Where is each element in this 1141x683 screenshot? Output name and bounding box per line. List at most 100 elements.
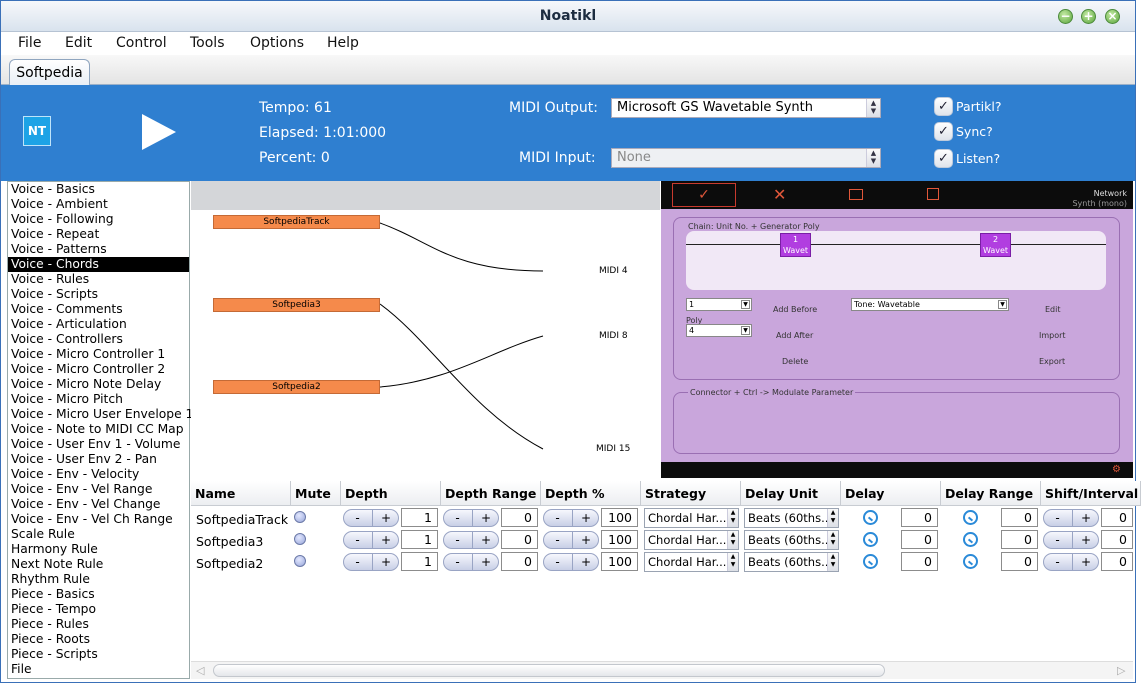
mute-toggle[interactable]	[294, 511, 306, 523]
sidebar-item[interactable]: Voice - Following	[11, 212, 114, 226]
plus-button[interactable]: +	[572, 532, 599, 548]
minus-button[interactable]: -	[555, 555, 560, 569]
delay-knob-icon[interactable]	[863, 554, 878, 569]
depth-range-field[interactable]: 0	[501, 552, 538, 571]
add-before-button[interactable]: Add Before	[773, 305, 818, 314]
menu-edit[interactable]: Edit	[65, 35, 93, 51]
sidebar-item[interactable]: Voice - Env - Velocity	[11, 467, 140, 481]
sidebar-item[interactable]: Voice - Env - Vel Change	[11, 497, 161, 511]
scrollbar-thumb[interactable]	[213, 664, 885, 677]
minus-button[interactable]: -	[455, 555, 460, 569]
mute-toggle[interactable]	[294, 533, 306, 545]
depth-field[interactable]: 1	[401, 530, 438, 549]
sidebar-item[interactable]: Voice - User Env 2 - Pan	[11, 452, 157, 466]
minus-button[interactable]: -	[1055, 555, 1060, 569]
delay-range-field[interactable]: 0	[1001, 552, 1038, 571]
plus-minus-stepper[interactable]: -+	[343, 553, 399, 571]
close-icon[interactable]: ✕	[773, 185, 787, 204]
minus-button[interactable]: -	[555, 511, 560, 525]
depth-range-field[interactable]: 0	[501, 508, 538, 527]
column-header[interactable]: Delay Range	[941, 481, 1041, 506]
column-header[interactable]: Delay Unit	[741, 481, 841, 506]
midi-output-select[interactable]: Microsoft GS Wavetable Synth ▲▼	[611, 98, 881, 118]
column-header[interactable]: Mute	[291, 481, 341, 506]
poly-select[interactable]: 4▼	[686, 324, 752, 337]
minimize-button[interactable]: −	[1058, 9, 1073, 24]
sidebar-item[interactable]: Voice - Articulation	[11, 317, 127, 331]
plus-minus-stepper[interactable]: -+	[443, 531, 499, 549]
delay-knob-icon[interactable]	[863, 532, 878, 547]
plus-button[interactable]: +	[372, 532, 399, 548]
menu-options[interactable]: Options	[250, 35, 305, 51]
partikl-checkbox[interactable]: ✓	[934, 97, 953, 116]
sync-checkbox[interactable]: ✓	[934, 122, 953, 141]
sidebar-item[interactable]: Voice - Micro Controller 2	[11, 362, 166, 376]
sidebar-item[interactable]: Voice - Micro User Envelope 1	[11, 407, 194, 421]
horizontal-scrollbar[interactable]: ◁ ▷	[191, 661, 1133, 679]
add-after-button[interactable]: Add After	[776, 331, 814, 340]
sidebar-item[interactable]: Voice - Patterns	[11, 242, 107, 256]
delay-unit-select[interactable]: Beats (60ths...▲▼	[744, 530, 839, 550]
plus-button[interactable]: +	[1072, 510, 1099, 526]
depth-percent-field[interactable]: 100	[601, 508, 638, 527]
strategy-select[interactable]: Chordal Har...▲▼	[644, 530, 739, 550]
delay-unit-select[interactable]: Beats (60ths...▲▼	[744, 508, 839, 528]
sidebar-item[interactable]: Voice - Micro Note Delay	[11, 377, 162, 391]
voice-node[interactable]: Softpedia3	[213, 298, 380, 312]
column-header[interactable]: Delay	[841, 481, 941, 506]
plus-button[interactable]: +	[1072, 532, 1099, 548]
midi-output-node[interactable]: MIDI 8	[599, 331, 628, 341]
minus-button[interactable]: -	[355, 511, 360, 525]
sidebar-item[interactable]: Voice - Repeat	[11, 227, 100, 241]
save-icon[interactable]	[927, 188, 939, 200]
sidebar-item[interactable]: Voice - Env - Vel Ch Range	[11, 512, 173, 526]
strategy-select[interactable]: Chordal Har...▲▼	[644, 508, 739, 528]
midi-output-node[interactable]: MIDI 15	[596, 444, 631, 454]
sidebar-item[interactable]: Voice - Scripts	[11, 287, 99, 301]
plus-minus-stepper[interactable]: -+	[343, 531, 399, 549]
depth-field[interactable]: 1	[401, 508, 438, 527]
plus-button[interactable]: +	[572, 510, 599, 526]
shift-interval-field[interactable]: 0	[1101, 530, 1133, 549]
midi-output-node[interactable]: MIDI 4	[599, 266, 628, 276]
delete-button[interactable]: Delete	[782, 357, 809, 366]
minus-button[interactable]: -	[1055, 533, 1060, 547]
delay-range-knob-icon[interactable]	[963, 510, 978, 525]
plus-button[interactable]: +	[472, 510, 499, 526]
delay-range-knob-icon[interactable]	[963, 532, 978, 547]
delay-range-knob-icon[interactable]	[963, 554, 978, 569]
sidebar-item[interactable]: Voice - Ambient	[11, 197, 108, 211]
voice-name-cell[interactable]: SoftpediaTrack	[196, 512, 289, 527]
delay-range-field[interactable]: 0	[1001, 508, 1038, 527]
depth-percent-field[interactable]: 100	[601, 530, 638, 549]
maximize-button[interactable]: +	[1081, 9, 1096, 24]
listen-checkbox[interactable]: ✓	[934, 149, 953, 168]
edit-button[interactable]: Edit	[1045, 305, 1061, 314]
delay-range-field[interactable]: 0	[1001, 530, 1038, 549]
minus-button[interactable]: -	[555, 533, 560, 547]
minus-button[interactable]: -	[355, 555, 360, 569]
plus-minus-stepper[interactable]: -+	[443, 553, 499, 571]
menu-tools[interactable]: Tools	[190, 35, 225, 51]
sidebar-item[interactable]: Voice - Controllers	[11, 332, 123, 346]
sidebar-item[interactable]: Voice - Note to MIDI CC Map	[11, 422, 184, 436]
minus-button[interactable]: -	[1055, 511, 1060, 525]
plus-minus-stepper[interactable]: -+	[543, 553, 599, 571]
column-header[interactable]: Name	[191, 481, 291, 506]
strategy-select[interactable]: Chordal Har...▲▼	[644, 552, 739, 572]
plus-button[interactable]: +	[472, 554, 499, 570]
sidebar-item[interactable]: Scale Rule	[11, 527, 75, 541]
close-button[interactable]: ×	[1105, 9, 1120, 24]
plus-minus-stepper[interactable]: -+	[443, 509, 499, 527]
minus-button[interactable]: -	[455, 533, 460, 547]
sidebar-item[interactable]: Voice - Rules	[11, 272, 90, 286]
sidebar-item[interactable]: Voice - Comments	[11, 302, 123, 316]
plus-minus-stepper[interactable]: -+	[1043, 531, 1099, 549]
column-header[interactable]: Shift/Interval	[1041, 481, 1141, 506]
plus-minus-stepper[interactable]: -+	[343, 509, 399, 527]
accept-icon[interactable]: ✓	[672, 183, 736, 207]
plus-button[interactable]: +	[472, 532, 499, 548]
mute-toggle[interactable]	[294, 555, 306, 567]
sidebar-item[interactable]: Rhythm Rule	[11, 572, 90, 586]
